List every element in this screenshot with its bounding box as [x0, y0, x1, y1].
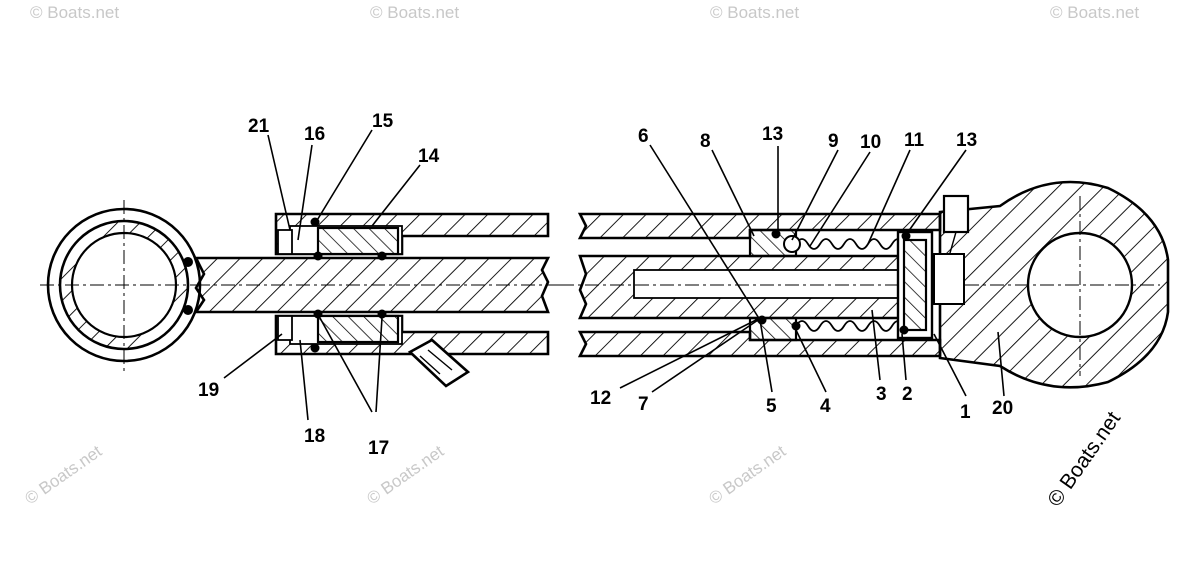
- rod-end-eye: [40, 200, 210, 372]
- watermark-top-1: © Boats.net: [30, 3, 119, 22]
- callout-4: 4: [820, 396, 831, 417]
- callout-11: 11: [904, 130, 925, 151]
- callout-13-right: 13: [956, 130, 977, 151]
- watermark-top-3: © Boats.net: [710, 3, 799, 22]
- callout-9: 9: [828, 131, 839, 152]
- callout-labels: 21 16 15 14 19 18 17 6 8 13 9 10 11 13 1…: [198, 111, 1013, 459]
- piston-rod: [193, 256, 560, 314]
- callout-13-left: 13: [762, 124, 783, 145]
- cylinder-barrel: [560, 212, 942, 358]
- watermark-bottom-3: © Boats.net: [705, 441, 789, 508]
- callout-12: 12: [590, 388, 611, 409]
- callout-3: 3: [876, 384, 887, 405]
- base-end-eye: [933, 180, 1170, 389]
- leader-lines: [223, 129, 1005, 421]
- callout-8: 8: [700, 131, 711, 152]
- callout-10: 10: [860, 132, 881, 153]
- callout-6: 6: [638, 126, 649, 147]
- callout-15: 15: [372, 111, 394, 132]
- watermark-top-2: © Boats.net: [370, 3, 459, 22]
- callout-7: 7: [638, 394, 649, 415]
- callout-1: 1: [960, 402, 971, 423]
- copyright-watermark: © Boats.net: [1043, 407, 1125, 510]
- callout-20: 20: [992, 398, 1013, 419]
- callout-16: 16: [304, 124, 325, 145]
- callout-17: 17: [368, 438, 389, 459]
- watermark-bottom-1: © Boats.net: [21, 441, 105, 508]
- callout-19: 19: [198, 380, 219, 401]
- callout-2: 2: [902, 384, 913, 405]
- callout-18: 18: [304, 426, 325, 447]
- callout-21: 21: [248, 116, 270, 137]
- callout-14: 14: [418, 146, 440, 167]
- watermark-top-4: © Boats.net: [1050, 3, 1139, 22]
- callout-5: 5: [766, 396, 777, 417]
